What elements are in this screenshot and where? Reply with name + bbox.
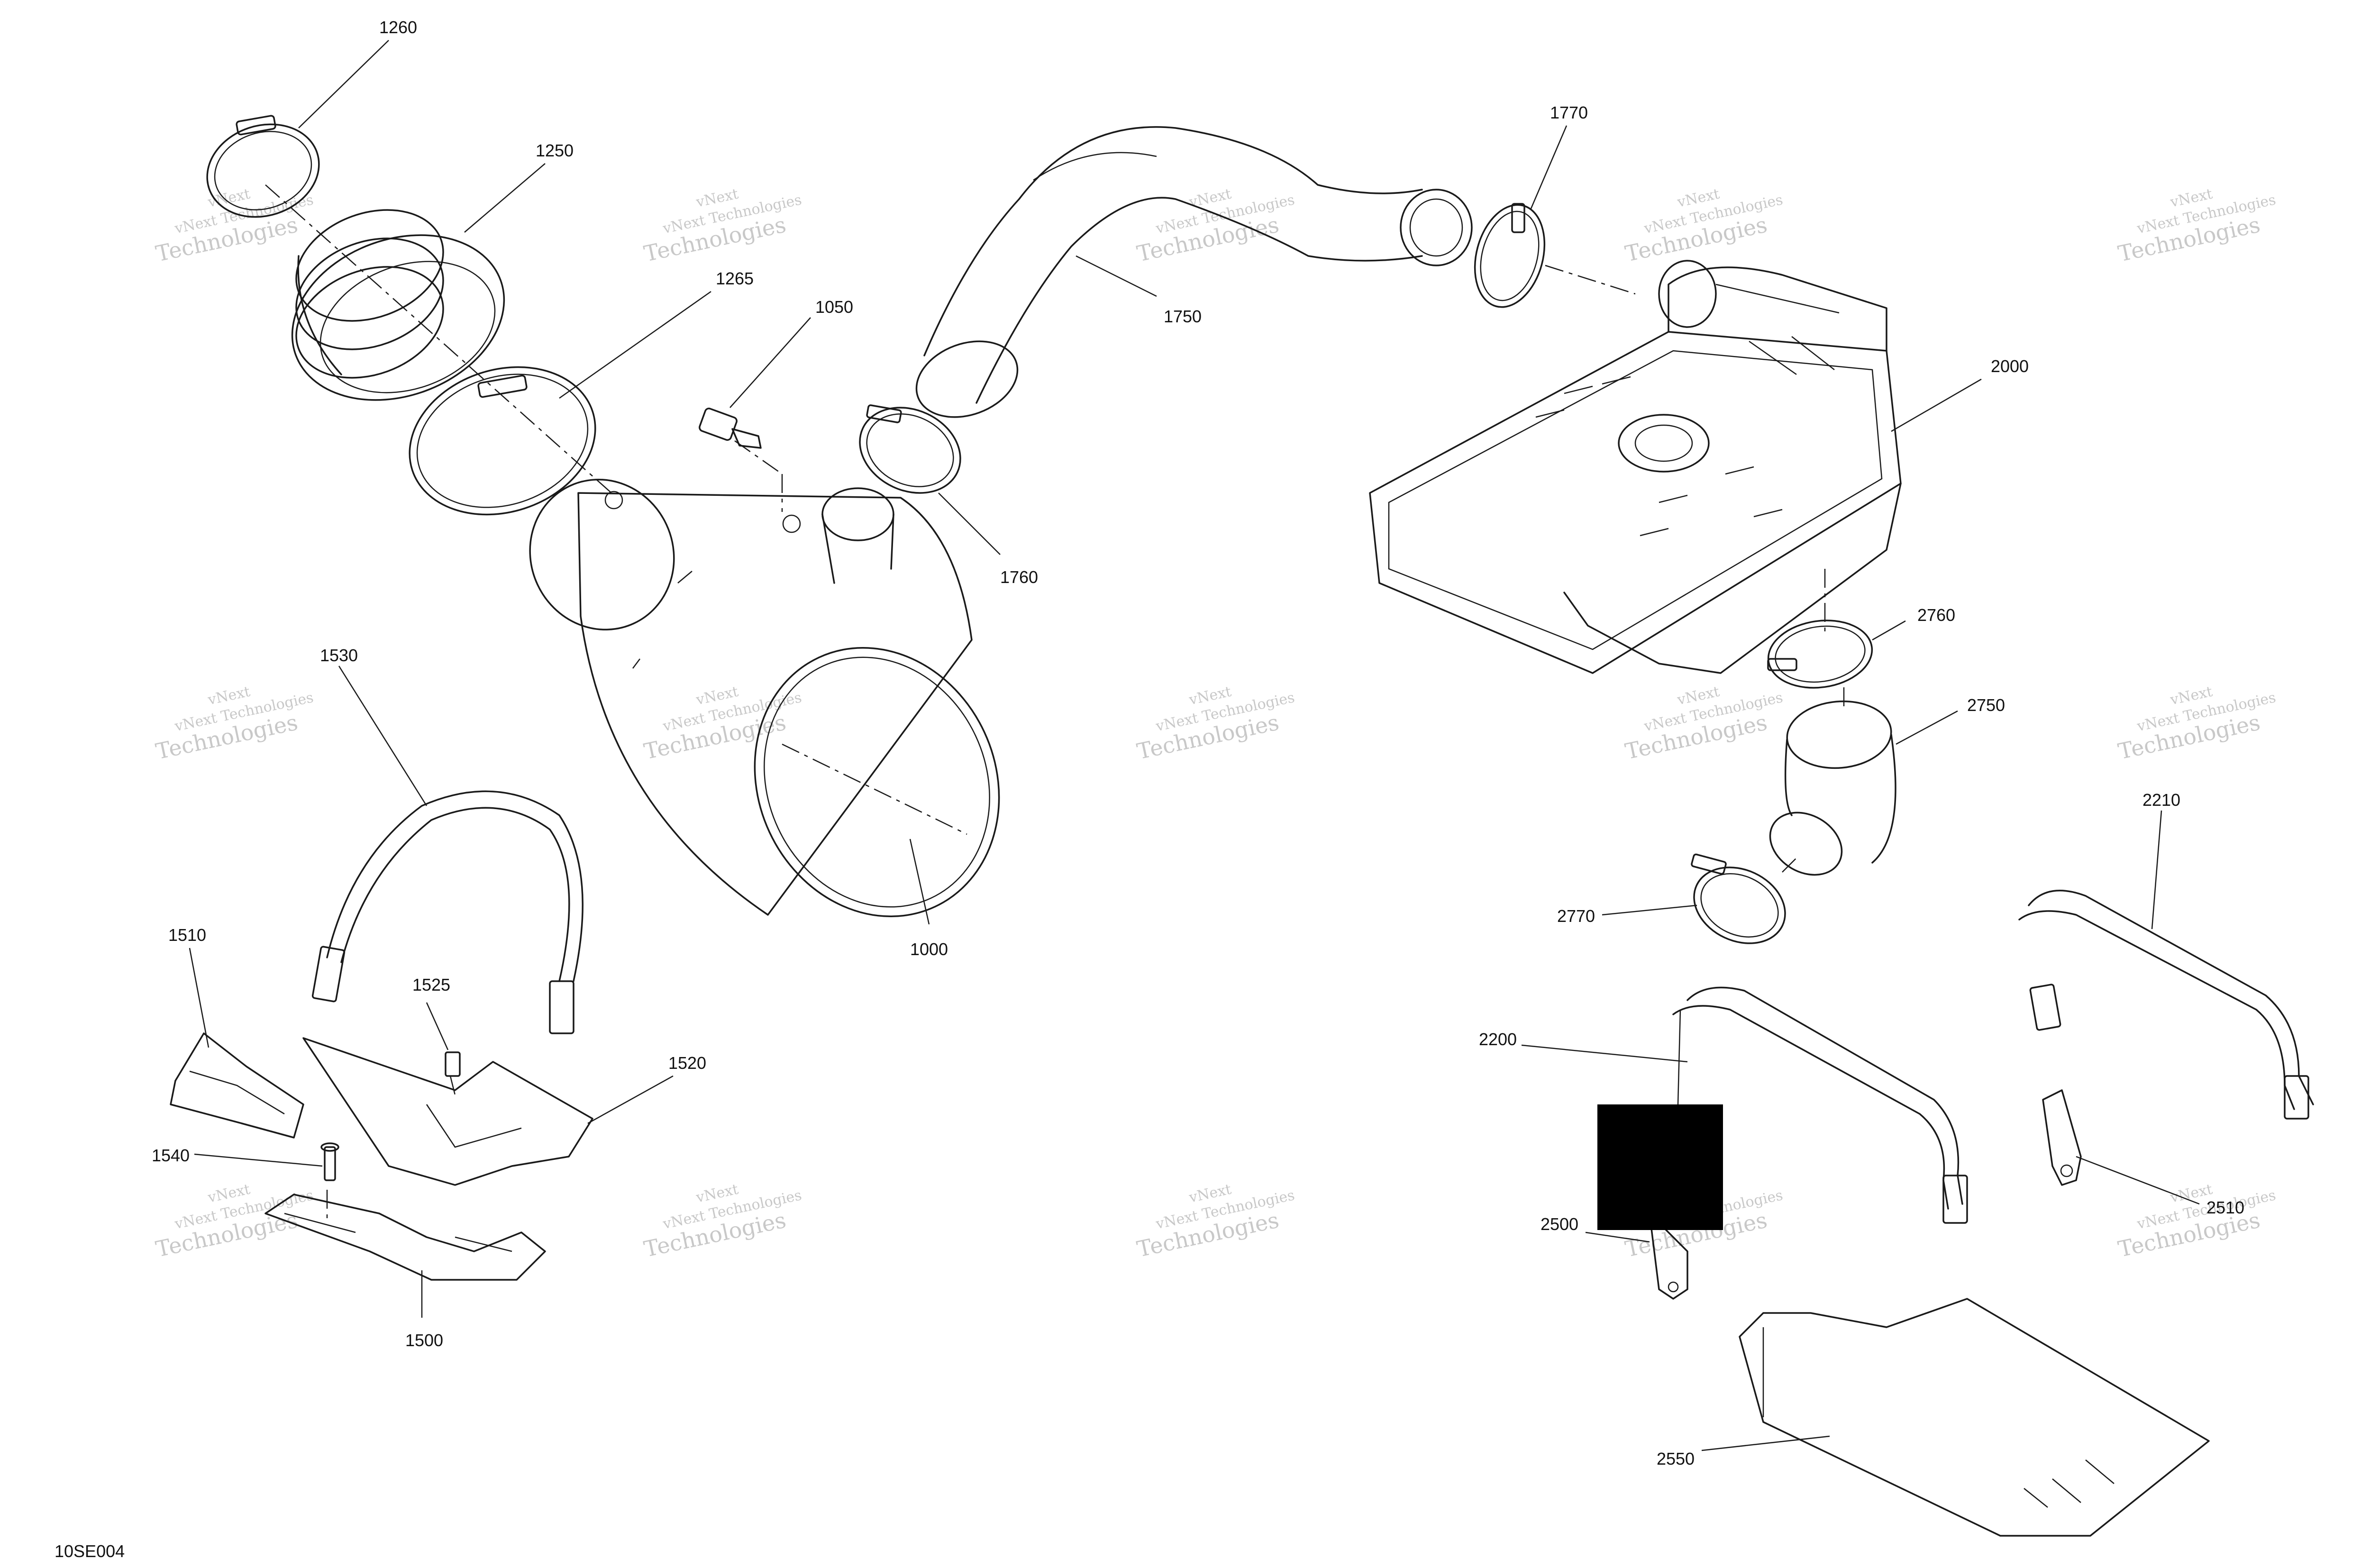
- watermark: vNext vNext Technologies Technologies: [154, 684, 315, 765]
- callout-2550: 2550: [1657, 1449, 1695, 1468]
- callout-1265: 1265: [716, 269, 754, 288]
- watermark: vNext vNext Technologies Technologies: [642, 186, 803, 267]
- callout-1530: 1530: [320, 646, 358, 665]
- watermark: vNext vNext Technologies Technologies: [1135, 186, 1296, 267]
- document-id: 10SE004: [55, 1541, 125, 1561]
- part-1525-fastener: [445, 1051, 461, 1077]
- watermark: vNext vNext Technologies Technologies: [2116, 1181, 2278, 1262]
- watermark: vNext vNext Technologies Technologies: [1135, 1181, 1296, 1262]
- callout-1000: 1000: [910, 939, 948, 959]
- watermark: vNext vNext Technologies Technologies: [2116, 186, 2278, 267]
- callout-2770: 2770: [1557, 906, 1595, 926]
- callout-2500: 2500: [1540, 1214, 1578, 1234]
- callout-1510: 1510: [168, 925, 206, 945]
- callout-1760: 1760: [1000, 567, 1038, 587]
- callout-1770: 1770: [1550, 103, 1588, 122]
- callout-2200: 2200: [1479, 1030, 1517, 1049]
- leader-lines: [189, 40, 2200, 1451]
- part-2500-bracket: [1649, 1212, 1688, 1300]
- part-1000-muffler: [529, 478, 1000, 918]
- callout-2760: 2760: [1917, 605, 1955, 625]
- redaction-block: [1597, 1104, 1723, 1230]
- watermark: vNext vNext Technologies Technologies: [642, 1181, 803, 1262]
- part-1540-bolt: [320, 1142, 339, 1181]
- part-1500-plate: [264, 1194, 546, 1281]
- part-1260-clamp: [206, 115, 320, 218]
- callout-1520: 1520: [668, 1053, 706, 1073]
- part-1750-pipe: [915, 126, 1473, 418]
- part-2750-elbow: [1769, 700, 1896, 876]
- part-1530-strap: [311, 790, 583, 1034]
- part-1520-shield: [302, 1037, 593, 1186]
- watermark: vNext vNext Technologies Technologies: [154, 1181, 315, 1262]
- part-2770-clamp: [1691, 853, 1786, 944]
- callout-2510: 2510: [2206, 1198, 2244, 1217]
- part-1760-clamp: [859, 404, 961, 494]
- part-1510-bracket: [170, 1032, 304, 1139]
- watermark: vNext vNext Technologies Technologies: [1623, 186, 1785, 267]
- callout-labels: 1260 1250 1265 1050 1750 1760 1770 2000 …: [152, 18, 2244, 1468]
- watermark: vNext vNext Technologies Technologies: [2116, 684, 2278, 765]
- part-1265-clamp: [409, 366, 596, 516]
- watermark: vNext vNext Technologies Technologies: [1135, 684, 1296, 765]
- part-2210-strap: [2018, 890, 2314, 1120]
- callout-2000: 2000: [1991, 356, 2029, 376]
- callout-1500: 1500: [405, 1331, 443, 1350]
- part-1000-outlet-spout: [782, 487, 894, 584]
- callout-1750: 1750: [1164, 307, 1202, 326]
- part-2550-plate: [1739, 1298, 2210, 1537]
- watermark: vNext vNext Technologies Technologies: [154, 186, 315, 267]
- callout-2750: 2750: [1967, 695, 2005, 715]
- callout-1540: 1540: [152, 1146, 190, 1165]
- callout-1525: 1525: [412, 975, 450, 994]
- part-2000-box: [1369, 260, 1902, 674]
- part-1250-coupler: [291, 209, 505, 401]
- callout-1260: 1260: [379, 18, 417, 37]
- part-2200-strap: [1672, 986, 1968, 1224]
- callout-1250: 1250: [536, 141, 574, 160]
- watermark-grid: vNext vNext Technologies Technologies vN…: [154, 186, 2278, 1262]
- part-2760-clamp: [1767, 620, 1873, 689]
- callout-1050: 1050: [815, 297, 853, 317]
- watermark: vNext vNext Technologies Technologies: [1623, 684, 1785, 765]
- callout-2210: 2210: [2142, 790, 2180, 810]
- part-1050-sensor: [699, 408, 762, 449]
- part-1770-clamp: [1474, 203, 1546, 308]
- part-2510-bracket: [2042, 1089, 2082, 1186]
- assembly-lines: [265, 184, 1845, 1218]
